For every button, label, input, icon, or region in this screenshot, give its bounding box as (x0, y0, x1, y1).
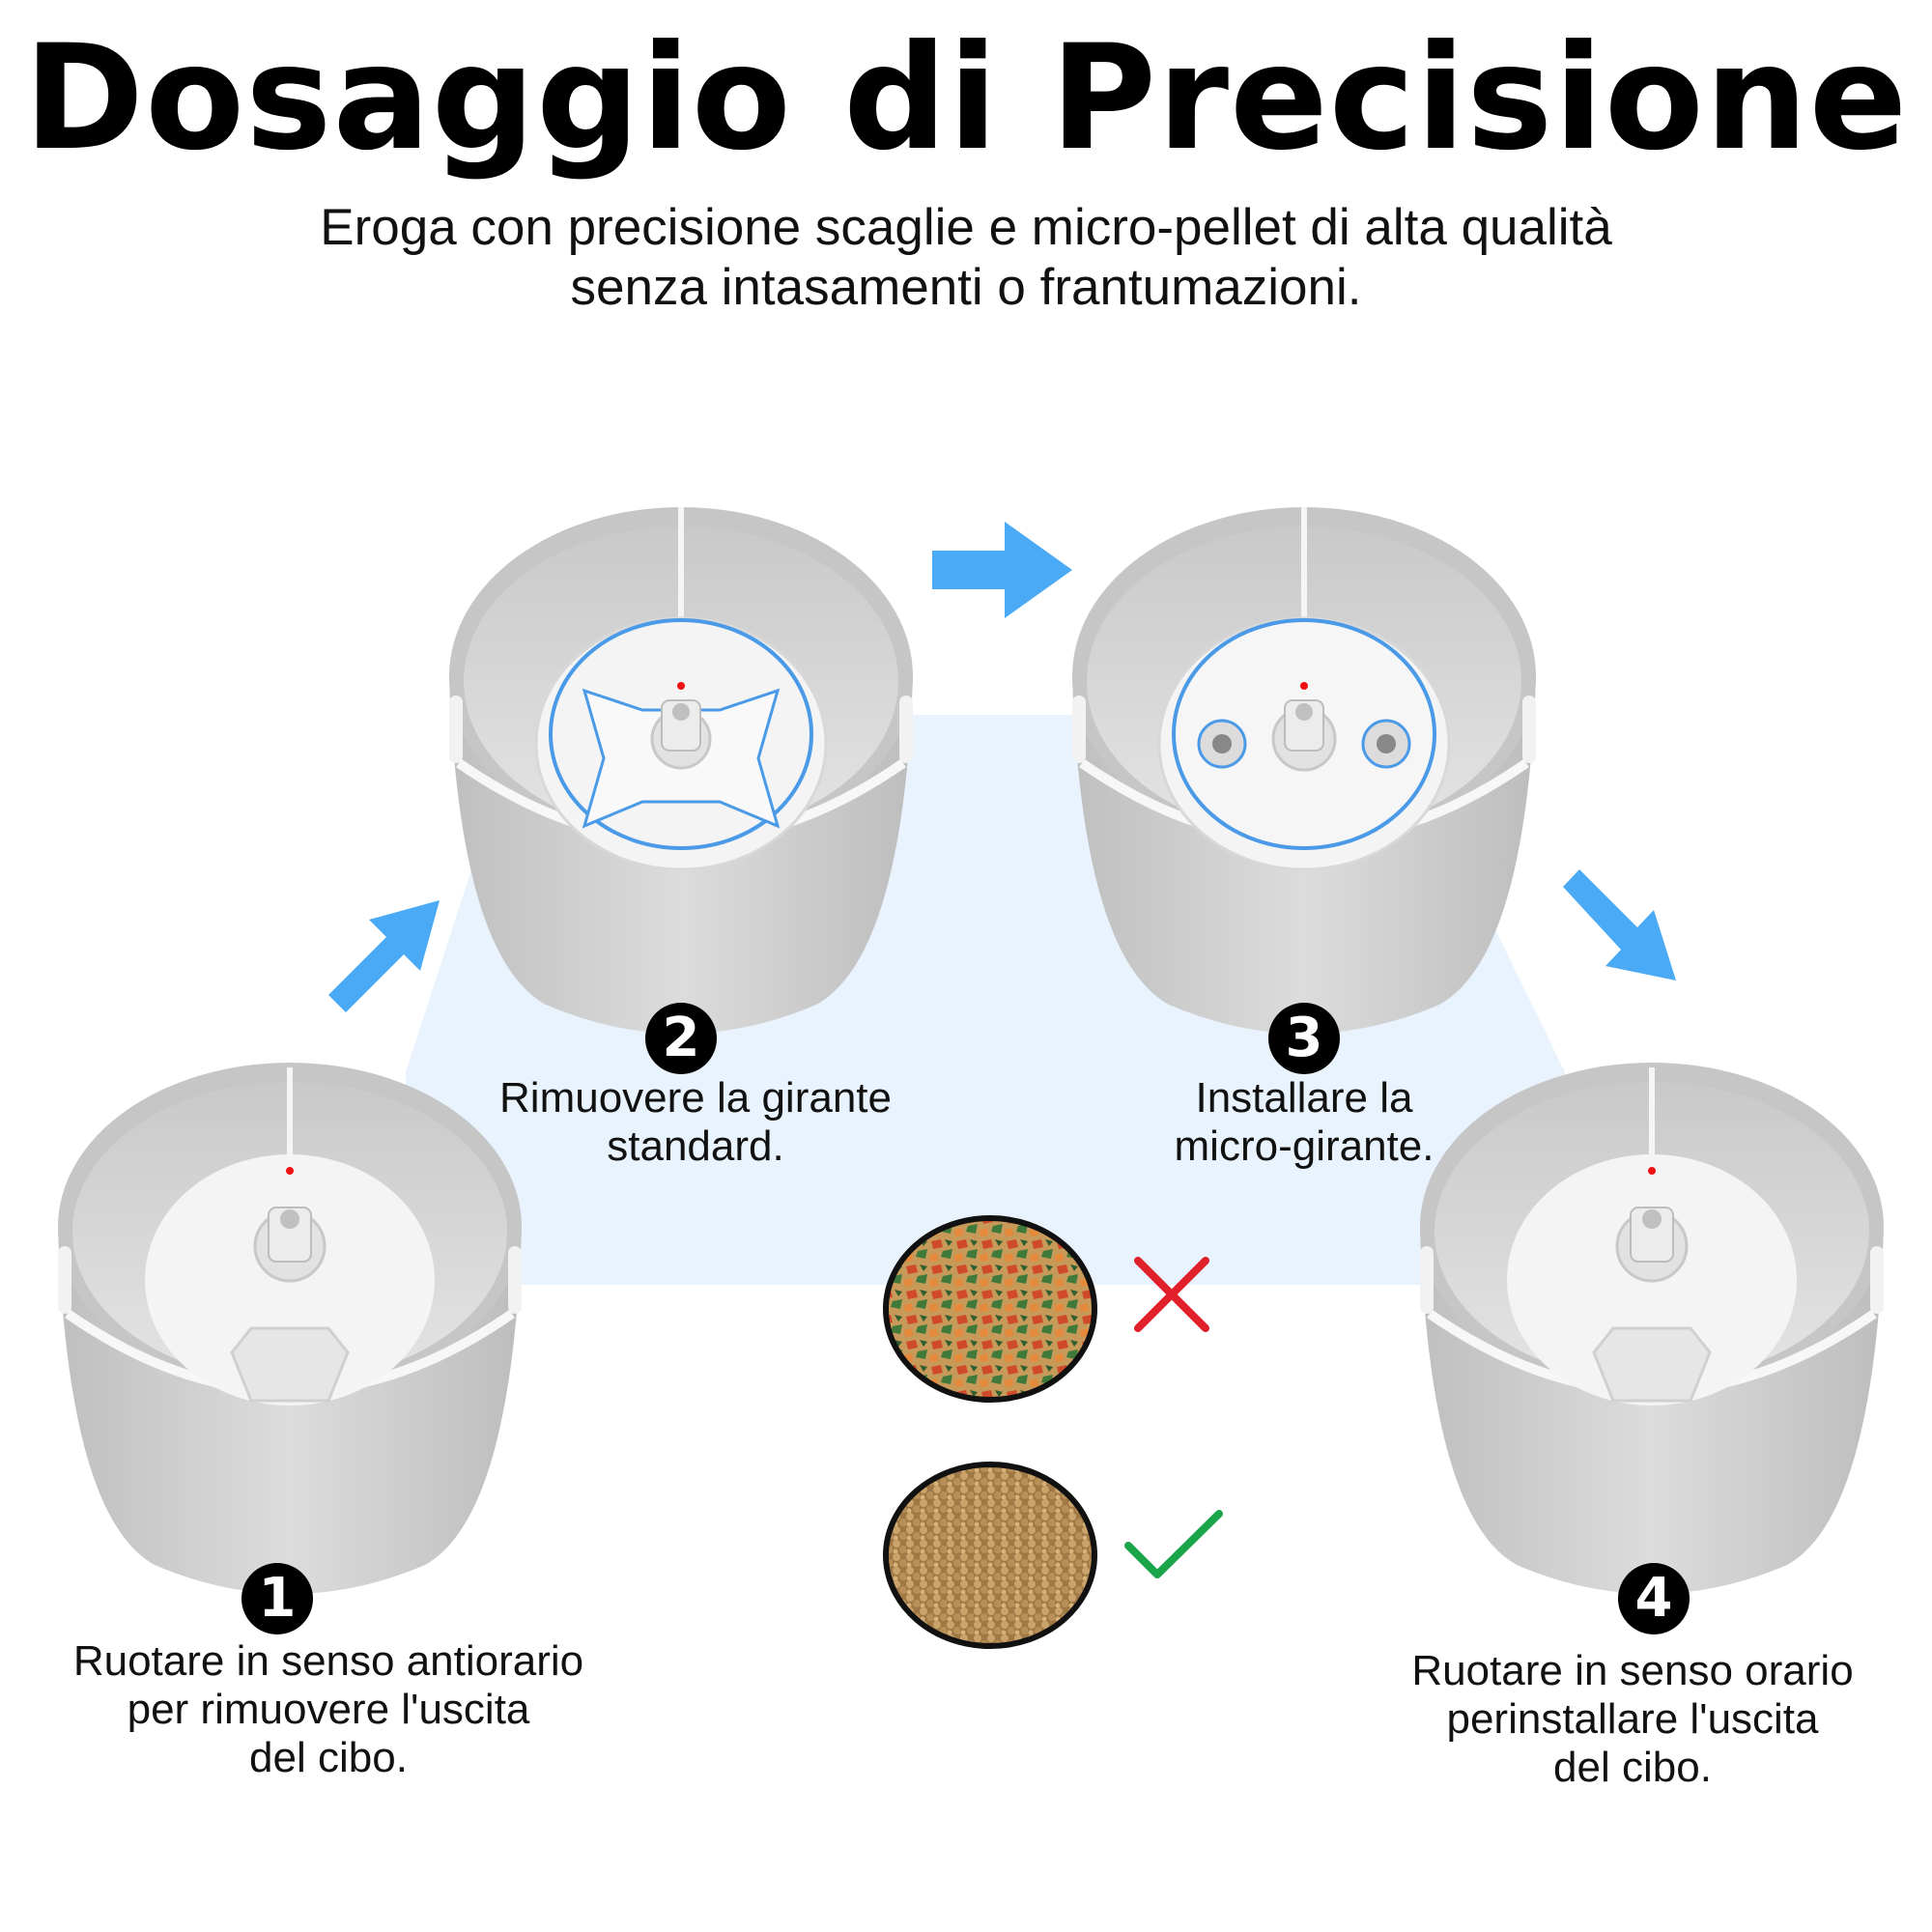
subtitle-line-2: senza intasamenti o frantumazioni. (570, 259, 1362, 316)
feeder-container-step-2 (449, 507, 913, 1034)
step-2-line-1: Rimuovere la girante (499, 1074, 892, 1122)
step-number-1: 1 (242, 1563, 313, 1634)
step-caption-2: Rimuovere la girante standard. (386, 1074, 1005, 1171)
step-number-4: 4 (1618, 1563, 1690, 1634)
step-4-line-3: del cibo. (1553, 1744, 1712, 1791)
step-1-line-2: per rimuovere l'uscita (127, 1686, 530, 1733)
check-icon (1124, 1510, 1223, 1578)
fish-flakes-image (883, 1215, 1097, 1403)
step-2-line-2: standard. (607, 1122, 784, 1170)
arrow-right-icon (932, 522, 1072, 618)
arrow-down-right-icon (1563, 869, 1676, 980)
step-1-line-3: del cibo. (249, 1734, 408, 1781)
step-caption-4: Ruotare in senso orario perinstallare l'… (1343, 1647, 1922, 1792)
feeder-container-step-3 (1072, 507, 1536, 1034)
step-3-line-1: Installare la (1195, 1074, 1413, 1122)
step-4-line-1: Ruotare in senso orario (1411, 1647, 1854, 1694)
cross-icon (1134, 1257, 1209, 1332)
step-number-3: 3 (1268, 1003, 1340, 1074)
step-4-line-2: perinstallare l'uscita (1446, 1695, 1819, 1743)
micro-pellets-image (883, 1462, 1097, 1649)
page-title: Dosaggio di Precisione (23, 14, 1909, 183)
page-subtitle: Eroga con precisione scaglie e micro-pel… (0, 198, 1932, 318)
step-caption-1: Ruotare in senso antiorario per rimuover… (19, 1637, 638, 1782)
arrow-up-right-icon (328, 900, 440, 1012)
step-3-line-2: micro-girante. (1174, 1122, 1435, 1170)
step-number-2: 2 (645, 1003, 717, 1074)
subtitle-line-1: Eroga con precisione scaglie e micro-pel… (320, 199, 1612, 256)
step-caption-3: Installare la micro-girante. (995, 1074, 1613, 1171)
feeder-container-step-4 (1420, 1063, 1884, 1594)
step-1-line-1: Ruotare in senso antiorario (72, 1637, 584, 1685)
feeder-container-step-1 (58, 1063, 522, 1594)
